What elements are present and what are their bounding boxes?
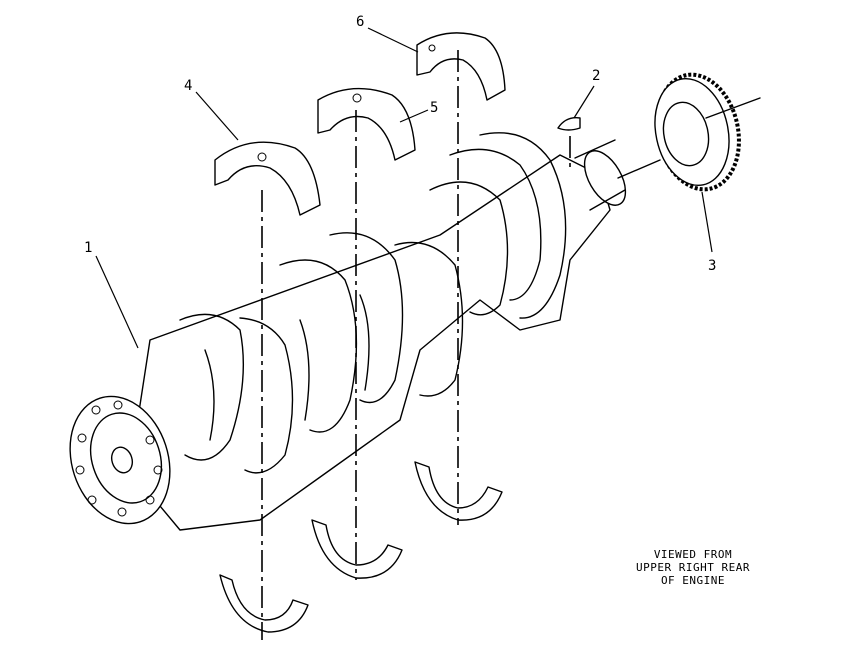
woodruff-key <box>557 117 581 172</box>
view-note-line-1: VIEWED FROM <box>653 548 733 561</box>
view-note-line-3: OF ENGINE <box>660 574 726 587</box>
crankshaft-gear <box>654 72 761 192</box>
callout-4: 4 <box>184 78 192 94</box>
callout-2: 2 <box>592 68 600 84</box>
callout-1: 1 <box>84 240 92 256</box>
upper-bearing-5 <box>317 87 416 161</box>
lower-bearing-rear <box>414 461 503 521</box>
callout-3: 3 <box>708 258 716 274</box>
leader-lines <box>95 27 713 349</box>
lower-bearing-middle <box>311 519 403 579</box>
callout-6: 6 <box>356 14 364 30</box>
upper-bearing-4 <box>214 141 321 216</box>
assembly-centerlines <box>261 50 459 640</box>
crankshaft <box>69 132 661 531</box>
callout-5: 5 <box>430 100 438 116</box>
upper-bearing-6 <box>416 32 506 101</box>
view-orientation-note: VIEWED FROM UPPER RIGHT REAR OF ENGINE <box>618 548 768 587</box>
view-note-line-2: UPPER RIGHT REAR <box>636 561 750 574</box>
lower-bearing-front <box>219 574 309 633</box>
